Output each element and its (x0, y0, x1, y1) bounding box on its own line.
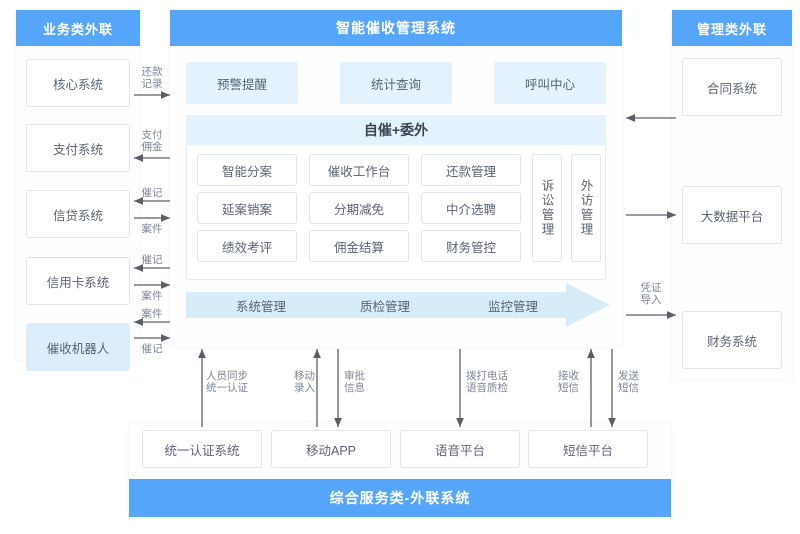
conn-label-left-5: 案件 (141, 290, 163, 302)
left-item-payment-system[interactable]: 支付系统 (26, 124, 130, 172)
bottom-item-mobile-app-label: 移动APP (305, 443, 356, 458)
band-label-monitoring-management-text: 监控管理 (487, 299, 538, 314)
grid-item-repayment-management-label: 还款管理 (445, 164, 496, 179)
right-item-bigdata-platform[interactable]: 大数据平台 (682, 186, 782, 244)
grid-item-repayment-management[interactable]: 还款管理 (421, 154, 521, 186)
conn-label-bottom-3: 拨打电话 语音质检 (466, 370, 508, 394)
grid-item-collection-workbench-label: 催收工作台 (327, 164, 391, 179)
grid-item-commission-settlement-label: 佣金结算 (333, 240, 384, 255)
left-item-collection-robot-label: 催收机器人 (46, 341, 110, 356)
center-module-statistics-query-label: 统计查询 (370, 77, 421, 92)
grid-item-collection-workbench[interactable]: 催收工作台 (309, 154, 409, 186)
grid-item-agency-recruitment-label: 中介选聘 (445, 202, 496, 217)
grid-item-agency-recruitment[interactable]: 中介选聘 (421, 192, 521, 224)
left-item-payment-system-label: 支付系统 (52, 142, 103, 157)
grid-item-smart-allocation[interactable]: 智能分案 (197, 154, 297, 186)
left-item-credit-system-label: 信贷系统 (52, 208, 103, 223)
grid-item-field-visit-management[interactable]: 外访管理 (571, 154, 601, 262)
right-panel-header: 管理类外联 (672, 10, 792, 46)
grid-item-performance-review[interactable]: 绩效考评 (197, 230, 297, 262)
left-item-core-system-label: 核心系统 (52, 77, 103, 92)
grid-item-litigation-management-label: 诉讼管理 (539, 179, 554, 237)
right-item-contract-system[interactable]: 合同系统 (682, 58, 782, 116)
grid-item-installment-reduction-label: 分期减免 (333, 202, 384, 217)
bottom-panel-footer: 综合服务类-外联系统 (129, 479, 671, 517)
center-module-statistics-query[interactable]: 统计查询 (340, 62, 452, 104)
left-item-core-system[interactable]: 核心系统 (26, 59, 130, 107)
grid-item-financial-control-label: 财务管控 (445, 240, 496, 255)
bottom-item-sms-platform-label: 短信平台 (562, 443, 613, 458)
right-item-finance-system-label: 财务系统 (706, 334, 757, 349)
band-label-system-management-text: 系统管理 (235, 299, 286, 314)
center-module-call-center-label: 呼叫中心 (524, 77, 575, 92)
center-module-call-center[interactable]: 呼叫中心 (494, 62, 606, 104)
grid-item-case-postpone-close[interactable]: 延案销案 (197, 192, 297, 224)
conn-label-bottom-5: 发送 短信 (618, 370, 639, 394)
grid-item-commission-settlement[interactable]: 佣金结算 (309, 230, 409, 262)
bottom-item-mobile-app[interactable]: 移动APP (271, 430, 391, 468)
conn-label-left-4: 催记 (141, 254, 163, 266)
right-item-finance-system[interactable]: 财务系统 (682, 311, 782, 369)
bottom-item-voice-platform-label: 语音平台 (434, 443, 485, 458)
left-panel-header: 业务类外联 (16, 10, 140, 46)
band-label-system-management[interactable]: 系统管理 (206, 293, 316, 317)
center-module-early-warning-label: 预警提醒 (216, 77, 267, 92)
bottom-item-unified-auth-system[interactable]: 统一认证系统 (142, 430, 262, 468)
left-item-credit-system[interactable]: 信贷系统 (26, 190, 130, 238)
bottom-item-sms-platform[interactable]: 短信平台 (528, 430, 648, 468)
conn-label-left-1: 支付 佣金 (141, 129, 163, 153)
grid-item-financial-control[interactable]: 财务管控 (421, 230, 521, 262)
right-item-bigdata-platform-label: 大数据平台 (700, 209, 764, 224)
bottom-item-voice-platform[interactable]: 语音平台 (400, 430, 520, 468)
band-label-monitoring-management[interactable]: 监控管理 (458, 293, 568, 317)
conn-label-bottom-0: 人员同步 统一认证 (206, 370, 248, 394)
bottom-item-unified-auth-system-label: 统一认证系统 (164, 443, 240, 458)
left-panel-header-label: 业务类外联 (42, 21, 113, 37)
conn-label-bottom-4: 接收 短信 (558, 370, 579, 394)
center-panel-header-label: 智能催收管理系统 (336, 20, 456, 36)
conn-label-right-2: 凭证 导入 (640, 282, 662, 306)
conn-label-bottom-1: 移动 录入 (294, 370, 315, 394)
grid-item-field-visit-management-label: 外访管理 (578, 179, 593, 237)
grid-item-litigation-management[interactable]: 诉讼管理 (532, 154, 562, 262)
left-item-creditcard-system-label: 信用卡系统 (46, 275, 110, 290)
bottom-panel-footer-label: 综合服务类-外联系统 (329, 490, 471, 506)
center-panel-header: 智能催收管理系统 (170, 10, 622, 46)
center-module-early-warning[interactable]: 预警提醒 (186, 62, 298, 104)
right-item-contract-system-label: 合同系统 (706, 81, 757, 96)
right-panel-header-label: 管理类外联 (696, 21, 767, 37)
grid-item-installment-reduction[interactable]: 分期减免 (309, 192, 409, 224)
grid-item-case-postpone-close-label: 延案销案 (221, 202, 272, 217)
band-label-quality-management[interactable]: 质检管理 (330, 293, 440, 317)
grid-item-smart-allocation-label: 智能分案 (221, 164, 272, 179)
conn-label-left-6: 案件 (141, 308, 163, 320)
band-label-quality-management-text: 质检管理 (359, 299, 410, 314)
grid-item-performance-review-label: 绩效考评 (221, 240, 272, 255)
conn-label-bottom-2: 审批 信息 (344, 370, 365, 394)
conn-label-left-0: 还款 记录 (141, 66, 163, 90)
left-item-creditcard-system[interactable]: 信用卡系统 (26, 257, 130, 305)
left-item-collection-robot[interactable]: 催收机器人 (26, 323, 130, 371)
conn-label-left-2: 催记 (141, 187, 163, 199)
conn-label-left-7: 催记 (141, 343, 163, 355)
self-and-outsourced-title-label: 自催+委外 (363, 122, 429, 138)
self-and-outsourced-title: 自催+委外 (186, 115, 606, 145)
conn-label-left-3: 案件 (141, 223, 163, 235)
